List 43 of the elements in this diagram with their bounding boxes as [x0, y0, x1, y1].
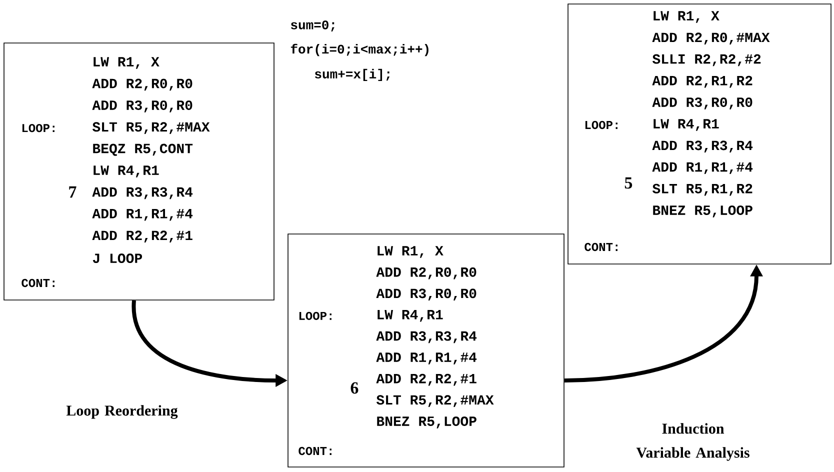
- step-number: 6: [350, 382, 358, 394]
- code-label: CONT:: [584, 242, 618, 252]
- code-snippet-line: sum=0;: [290, 20, 334, 32]
- step-number: 7: [69, 186, 76, 198]
- code-line: BNEZ R5,LOOP: [653, 205, 752, 218]
- code-line: ADD R2,R2,#1: [376, 374, 476, 386]
- code-line: LW R4,R1: [654, 119, 719, 131]
- code-line: J LOOP: [92, 254, 142, 264]
- code-line: BNEZ R5,LOOP: [377, 416, 476, 428]
- code-label: CONT:: [22, 278, 54, 288]
- code-line: ADD R2,R0,R0: [92, 78, 192, 91]
- code-line: ADD R1,R1,#4: [652, 162, 753, 174]
- code-label: LOOP:: [22, 124, 54, 132]
- code-line: ADD R1,R1,#4: [376, 352, 477, 364]
- edge-label: Loop Reordering: [66, 405, 178, 419]
- code-line: ADD R2,R0,R0: [376, 267, 476, 280]
- code-line: ADD R2,R0,#MAX: [652, 32, 770, 45]
- code-line: SLT R5,R2,#MAX: [92, 122, 210, 134]
- code-line: ADD R2,R2,#1: [92, 230, 192, 243]
- code-line: ADD R3,R0,R0: [92, 100, 192, 112]
- code-label: CONT:: [298, 446, 332, 456]
- step-number: 5: [624, 177, 632, 189]
- code-snippet-line: for(i=0;i<max;i++): [290, 44, 428, 56]
- code-line: LW R1, X: [378, 246, 444, 258]
- code-line: ADD R3,R0,R0: [652, 97, 752, 110]
- code-line: LW R4,R1: [378, 310, 443, 322]
- code-line: SLLI R2,R2,#2: [652, 54, 761, 66]
- code-line: SLT R5,R2,#MAX: [376, 395, 494, 408]
- code-line: ADD R3,R3,R4: [652, 140, 753, 153]
- code-snippet-line: sum+=x[i];: [314, 68, 390, 82]
- code-line: LW R1, X: [94, 57, 160, 69]
- code-line: BEQZ R5,CONT: [93, 144, 193, 156]
- code-line: ADD R1,R1,#4: [92, 209, 193, 221]
- code-line: LW R4,R1: [94, 166, 159, 178]
- code-line: ADD R3,R3,R4: [92, 187, 193, 200]
- code-label: LOOP:: [299, 312, 332, 320]
- code-label: LOOP:: [585, 120, 618, 130]
- code-line: ADD R3,R0,R0: [376, 288, 476, 301]
- edge-label: Induction Variable Analysis: [636, 423, 750, 461]
- code-line: ADD R2,R1,R2: [652, 76, 752, 88]
- code-line: ADD R3,R3,R4: [376, 331, 477, 344]
- code-line: LW R1, X: [654, 11, 720, 23]
- code-line: SLT R5,R1,R2: [652, 184, 752, 196]
